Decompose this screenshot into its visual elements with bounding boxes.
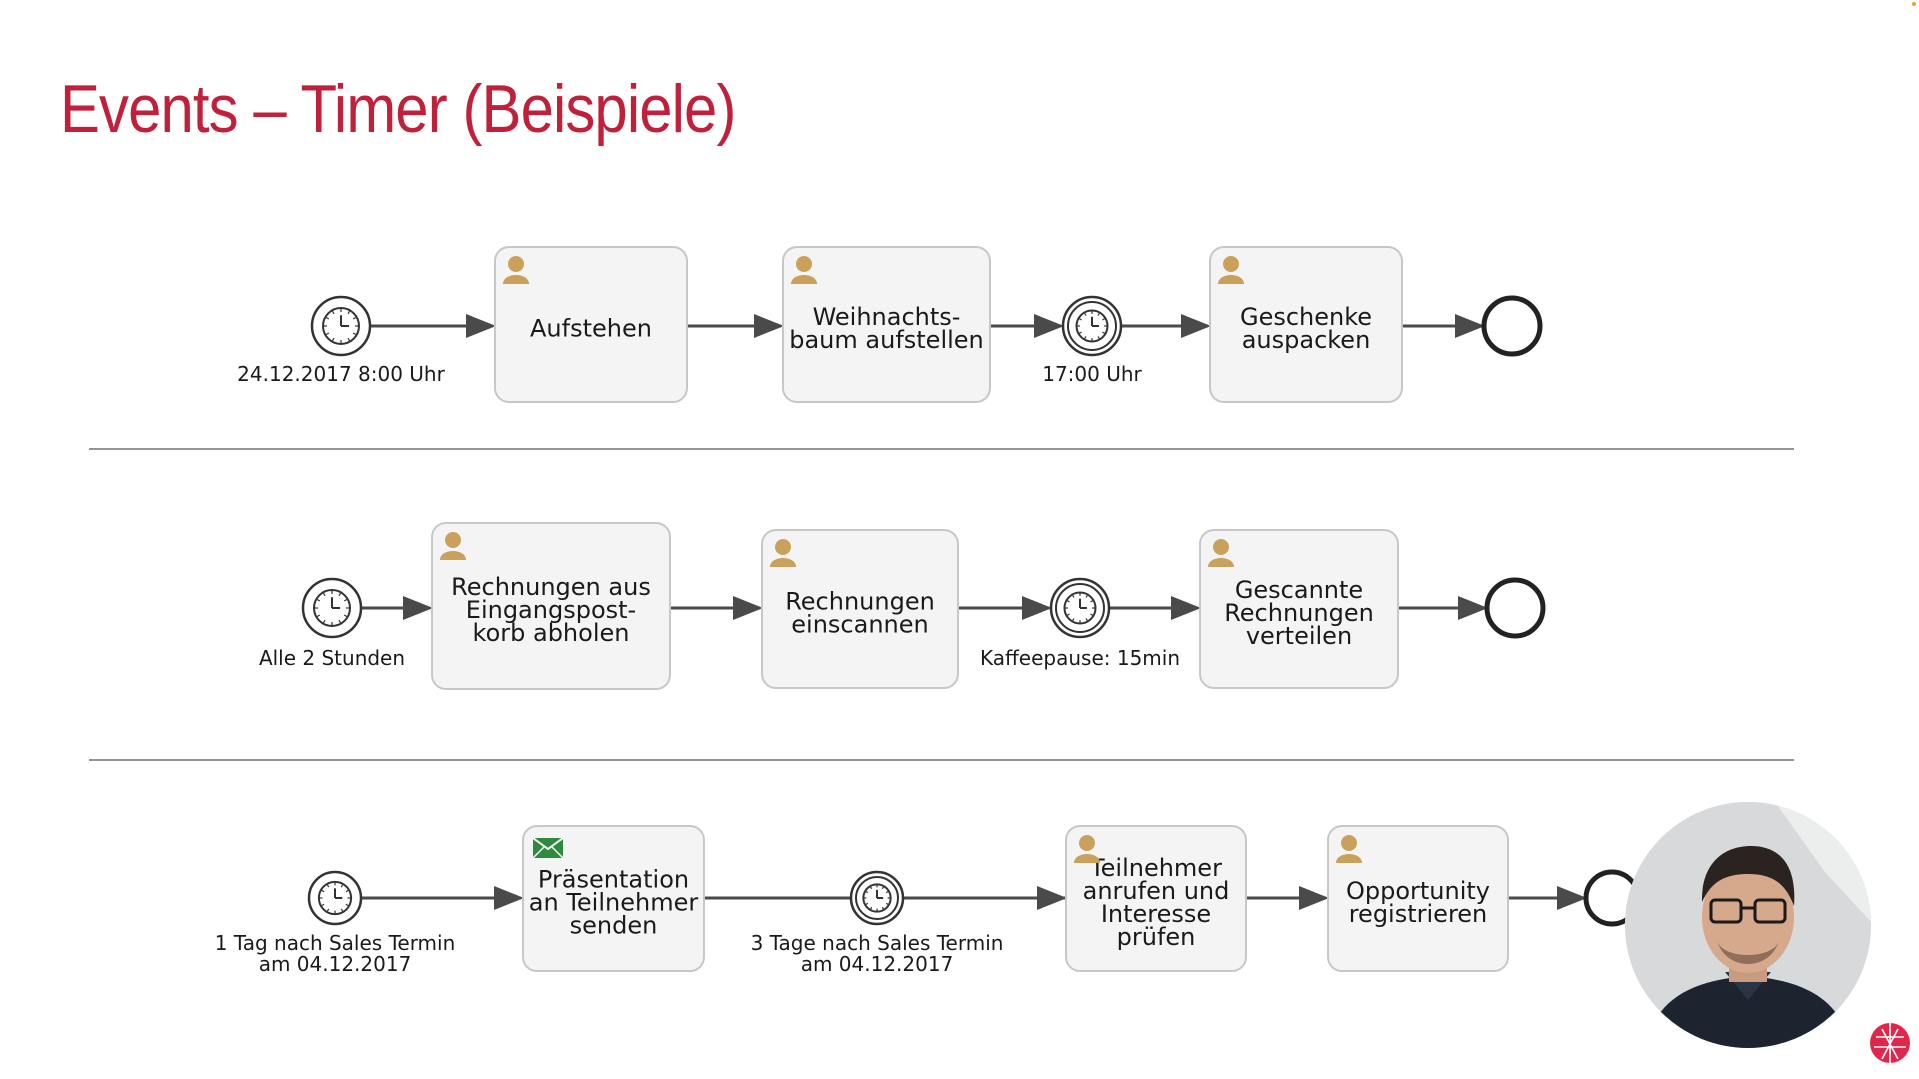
task-label: Opportunity [1346, 877, 1490, 905]
task-label: Teilnehmer [1089, 854, 1222, 882]
user-icon [1218, 256, 1244, 284]
clock-icon [862, 883, 892, 913]
task-label: einscannen [791, 611, 928, 639]
slide-title: Events – Timer (Beispiele) [60, 71, 736, 147]
intermediate-event-label: Kaffeepause: 15min [980, 646, 1180, 670]
clock-icon [317, 880, 353, 916]
clock-icon [322, 307, 360, 345]
start-event-label: 24.12.2017 8:00 Uhr [237, 362, 445, 386]
task-label: Rechnungen [1224, 599, 1374, 627]
user-icon [1208, 539, 1234, 567]
user-icon [503, 256, 529, 284]
task-label: registrieren [1349, 900, 1488, 928]
user-icon [1074, 835, 1100, 863]
intermediate-event-label: am 04.12.2017 [801, 952, 954, 976]
task-label: an Teilnehmer [529, 889, 699, 917]
user-icon [791, 256, 817, 284]
logo-icon [1870, 1023, 1910, 1063]
user-icon [440, 532, 466, 560]
intermediate-event-label: 17:00 Uhr [1042, 362, 1142, 386]
timer-start-event [310, 295, 372, 357]
corner-dot [1912, 2, 1916, 6]
task-label: Rechnungen [785, 588, 935, 616]
task-label: senden [570, 912, 658, 940]
presenter-avatar [1625, 802, 1871, 1048]
timer-start-event [301, 577, 363, 639]
clock-icon [1075, 309, 1109, 343]
task-label: verteilen [1246, 622, 1352, 650]
start-event-label: Alle 2 Stunden [259, 646, 405, 670]
task-label: auspacken [1242, 326, 1371, 354]
user-icon [770, 539, 796, 567]
start-event-label: 1 Tag nach Sales Termin [215, 931, 456, 955]
end-event [1481, 295, 1543, 357]
task-0-1[interactable]: Weihnachts-baum aufstellen [782, 246, 991, 403]
task-label: anrufen und [1083, 877, 1230, 905]
task-label: Geschenke [1240, 303, 1372, 331]
intermediate-event-label: 3 Tage nach Sales Termin [751, 931, 1004, 955]
task-label: Interesse [1101, 900, 1211, 928]
task-label: Präsentation [538, 866, 689, 894]
start-event-label: am 04.12.2017 [259, 952, 412, 976]
timer-intermediate-event [1049, 577, 1111, 639]
clock-icon [313, 589, 351, 627]
task-label: Gescannte [1235, 576, 1363, 604]
task-label: Weihnachts- [813, 303, 961, 331]
user-icon [1336, 835, 1362, 863]
envelope-icon [532, 837, 564, 859]
timer-intermediate-event [849, 870, 905, 926]
task-label: baum aufstellen [789, 326, 984, 354]
timer-start-event [307, 870, 363, 926]
task-label: Rechnungen aus [451, 573, 651, 601]
end-event [1484, 577, 1546, 639]
task-label: Eingangspost- [466, 596, 636, 624]
task-0-0[interactable]: Aufstehen [494, 246, 688, 403]
timer-intermediate-event [1061, 295, 1123, 357]
task-label: Aufstehen [530, 315, 652, 343]
task-label: prüfen [1117, 923, 1196, 951]
task-label: korb abholen [473, 619, 630, 647]
clock-icon [1063, 591, 1097, 625]
